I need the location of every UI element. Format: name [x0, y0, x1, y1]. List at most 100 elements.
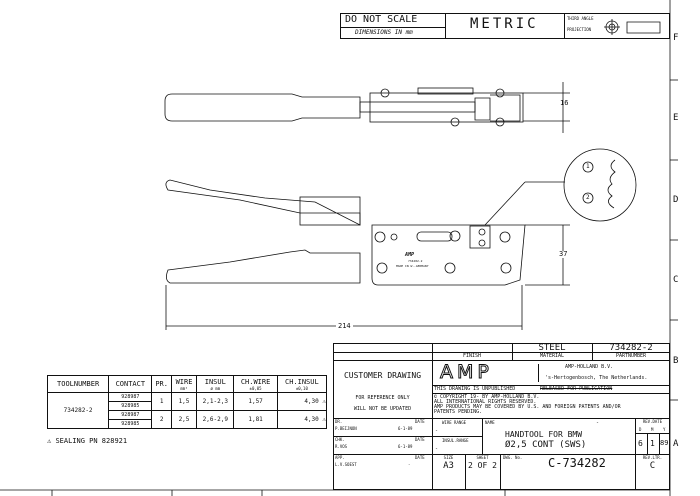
- zone-letter: C: [673, 275, 679, 285]
- rev-date-col: Y: [663, 427, 666, 432]
- name-label: NAME: [485, 420, 495, 425]
- copyright-line: PATENTS PENDING.: [434, 409, 483, 415]
- wire-range-label: WIRE RANGE: [442, 420, 467, 425]
- tool-part-marking: 734282-2: [408, 259, 423, 263]
- col-subheader: ø mm: [210, 385, 221, 391]
- dwg-no-label: DWG. No.: [503, 455, 523, 460]
- material-value: STEEL: [538, 343, 566, 353]
- insul-range-label: INSUL.RANGE: [442, 438, 469, 443]
- top-view: [164, 82, 570, 133]
- copyright-line: ALL INTERNATIONAL RIGHTS RESERVED.: [434, 399, 537, 405]
- tool-logo: AMP: [405, 252, 415, 258]
- name-dash: -: [596, 420, 600, 426]
- sealing-note: ⚠ SEALING PN 828921: [47, 437, 128, 445]
- contact-cell: 928985: [108, 419, 153, 429]
- tool-origin-marking: MADE IN W.-GERMANY: [396, 264, 429, 268]
- projection-label: THIRD ANGLE: [567, 16, 594, 21]
- rev-ltr-label: REV.LTR.: [642, 455, 663, 460]
- chk-label: CHK.: [335, 437, 345, 442]
- col-header: PR.: [151, 375, 172, 393]
- material-label: MATERIAL: [539, 353, 565, 359]
- side-view: [165, 148, 637, 330]
- zone-letter: F: [673, 33, 679, 43]
- rev-date-col: M: [651, 427, 654, 432]
- size-value: A3: [443, 461, 454, 471]
- size-label: SIZE: [443, 455, 454, 460]
- app-label: APP.: [335, 455, 345, 460]
- wire-cell: 1,5: [170, 392, 198, 411]
- rev-date-label: REV.DATE: [642, 419, 663, 424]
- do-not-scale: DO NOT SCALE: [345, 14, 418, 25]
- copyright-line: AMP PRODUCTS MAY BE COVERED BY U.S. AND …: [434, 404, 621, 410]
- rev-date-col: D: [639, 427, 642, 432]
- table-row: 734282-2 928987 1 1,5 2,1-2,3 1,57 4,30 …: [46, 392, 328, 429]
- amp-logo: AMP: [440, 361, 493, 383]
- col-subheader: ±0,10: [295, 385, 308, 391]
- unpublished-note: THIS DRAWING IS UNPUBLISHED: [434, 386, 516, 392]
- ch-insul-cell: 4,30 ⚠: [276, 392, 328, 411]
- dr-label: DR.: [335, 419, 343, 424]
- projection-box: [564, 13, 670, 39]
- pr-cell: 1: [151, 392, 172, 411]
- col-header: INSUL: [204, 377, 226, 386]
- detail-label: 2: [586, 194, 590, 201]
- wire-cell: 2,5: [170, 410, 198, 429]
- copyright-line: © COPYRIGHT 19- BY AMP-HOLLAND B.V.: [434, 394, 540, 400]
- rev-year: 89: [660, 439, 669, 447]
- insul-cell: 2,1-2,3: [196, 392, 235, 411]
- date-label: DATE: [415, 419, 425, 424]
- table-row: 928987 2 2,5 2,6-2,9 1,81 4,30 ⚠: [48, 410, 328, 429]
- chk-name: R.VOS: [335, 444, 348, 449]
- rev-month: 1: [650, 439, 655, 448]
- chk-date: 6-1-89: [398, 444, 413, 449]
- partnumber-label: PARTNUMBER: [615, 353, 647, 359]
- dimensions-note: DIMENSIONS IN mm: [355, 29, 413, 36]
- rev-ltr-value: C: [649, 461, 656, 471]
- toolnumber-cell: 734282-2: [46, 392, 110, 429]
- ch-insul-cell: 4,30 ⚠: [276, 410, 328, 429]
- zone-letter: A: [673, 439, 679, 449]
- ch-wire-cell: 1,57: [233, 392, 278, 411]
- reference-only-note: FOR REFERENCE ONLY: [355, 395, 410, 401]
- dwg-no-value: C-734282: [548, 456, 606, 470]
- company-name: AMP-HOLLAND B.V.: [565, 364, 614, 370]
- dim-height: 37: [559, 250, 568, 258]
- sheet-value: 2 OF 2: [468, 461, 497, 470]
- pr-cell: 2: [151, 410, 172, 429]
- title-block: [333, 343, 670, 490]
- app-name: L.V.SOEST: [335, 462, 357, 467]
- contact-cell: 928985: [108, 401, 153, 411]
- wire-range-value: -: [435, 428, 439, 434]
- col-header: WIRE: [175, 377, 193, 386]
- sheet-label: SHEET: [476, 455, 489, 460]
- col-subheader: mm²: [180, 385, 188, 391]
- partnumber-value: 734282-2: [609, 343, 653, 353]
- projection-label: PROJECTION: [567, 27, 592, 32]
- customer-drawing-label: CUSTOMER DRAWING: [343, 371, 422, 380]
- col-header: TOOLNUMBER: [46, 375, 110, 393]
- detail-label: 1: [586, 163, 590, 170]
- col-header: CONTACT: [108, 375, 153, 393]
- third-angle-projection-icon: [604, 19, 661, 35]
- zone-letter: B: [673, 356, 679, 366]
- col-subheader: ±0,05: [249, 385, 262, 391]
- company-location: 's-Hertogenbosch, The Netherlands.: [545, 375, 648, 381]
- not-updated-note: WILL NOT BE UPDATED: [353, 406, 412, 412]
- rev-day: 6: [638, 439, 643, 448]
- warning-icon: ⚠: [47, 437, 56, 445]
- zone-letter: E: [673, 113, 679, 123]
- drawing-subname: Ø2,5 CONT (SWS): [505, 440, 587, 450]
- dim-length: 214: [336, 322, 353, 330]
- metric-label: METRIC: [470, 16, 539, 32]
- contact-cell: 928987: [108, 392, 153, 402]
- insul-cell: 2,6-2,9: [196, 410, 235, 429]
- finish-label: FINISH: [462, 353, 482, 359]
- contact-cell: 928987: [108, 410, 153, 420]
- col-header: CH.INSUL: [284, 377, 319, 386]
- dr-date: 6-1-89: [398, 426, 413, 431]
- date-label: DATE: [415, 455, 425, 460]
- detail-circle: [563, 148, 637, 222]
- ch-wire-cell: 1,81: [233, 410, 278, 429]
- date-label: DATE: [415, 437, 425, 442]
